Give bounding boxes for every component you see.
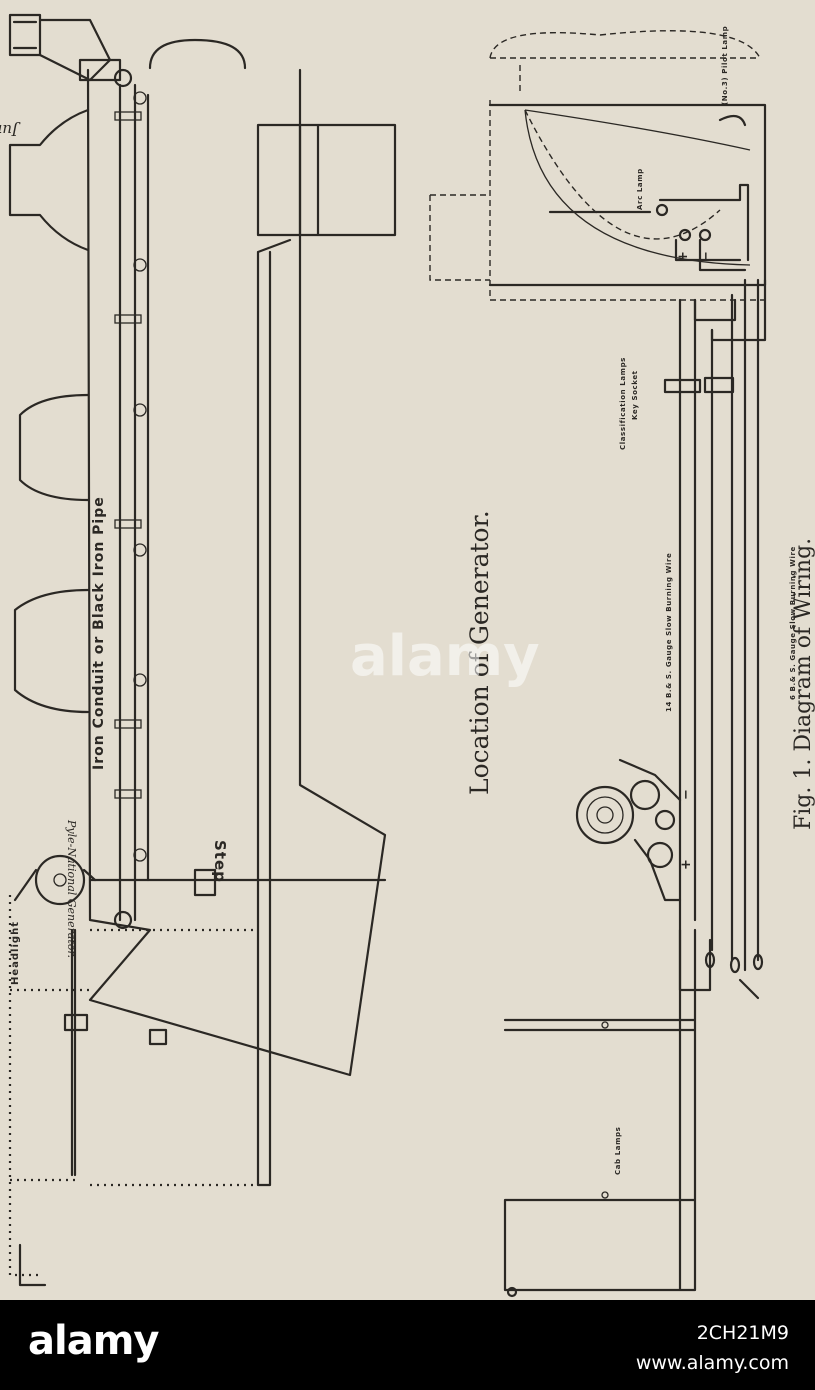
locomotive-drawing (8, 13, 397, 1287)
rear-box (63, 1013, 89, 1032)
pilot-box (148, 1028, 168, 1046)
wire-bend-1 (693, 298, 737, 322)
wire-terminals (704, 951, 764, 1000)
diagram-of-wiring-caption: Fig. 1. Diagram of Wiring. (791, 538, 815, 830)
junction-box-label: Junction B (0, 121, 21, 139)
dome-1 (18, 393, 90, 502)
smokestack (8, 108, 90, 252)
pipe-joints (113, 68, 147, 930)
wiring-schematic (429, 30, 767, 1298)
arc-lamp-label: Arc Lamp (636, 168, 644, 210)
step-label: Step (211, 840, 229, 883)
schematic-generator (575, 758, 682, 902)
classification-lamps-label: Classification Lamps (619, 357, 627, 450)
location-of-generator-title: Location of Generator. (465, 510, 494, 795)
plus-sign-gen: + (679, 858, 694, 870)
step (88, 868, 387, 897)
reflector-dashed (524, 109, 721, 240)
rear-headlight (18, 1243, 47, 1287)
footer-site: www.alamy.com (635, 1352, 789, 1374)
headlight-housing (8, 13, 42, 57)
headlight-bracket (38, 18, 112, 82)
wiring-diagram: Junction B Pyle-National Generator. Iron… (0, 13, 815, 1298)
dotted-wire-run (8, 895, 258, 1277)
cab-window (256, 123, 397, 237)
arc-lamp-casing-dashed (429, 30, 765, 301)
watermark: alamy (350, 624, 540, 689)
footer-logo: alamy (28, 1318, 159, 1364)
no3-pilot-lamp-label: (No.3) Pilot Lamp (721, 26, 729, 105)
wire-14-label: 14 B.& S. Gauge Slow Burning Wire (665, 553, 673, 712)
key-socket-label: Key Socket (631, 370, 639, 420)
key-socket (663, 376, 735, 394)
boiler-outline (86, 68, 387, 1077)
arc-lamp-mechanism (548, 114, 750, 272)
generator (13, 854, 97, 906)
sand-dome (148, 38, 247, 70)
wire-6-label: 6 B.& S. Gauge Slow Burning Wire (789, 546, 797, 700)
running-board (256, 238, 292, 1187)
pyle-national-label: Pyle-National Generator. (65, 819, 78, 958)
cab-lamp-junctions (506, 1021, 609, 1298)
plus-sign-top: + (676, 250, 691, 262)
minus-sign-gen: − (679, 788, 694, 800)
cab-lamps-wire (503, 928, 697, 1292)
tender-vertical (70, 928, 77, 1177)
iron-conduit-label: Iron Conduit or Black Iron Pipe (91, 496, 107, 770)
pipe-clamps (114, 111, 142, 799)
junction-box (78, 58, 122, 82)
dome-2 (13, 588, 90, 714)
cab-lamps-label: Cab Lamps (614, 1127, 622, 1175)
headlight-left-label: Headlight (10, 921, 21, 985)
wire-bend-2 (710, 278, 767, 342)
footer-bar: alamy 2CH21M9 www.alamy.com (0, 1300, 815, 1390)
minus-sign-top: − (699, 250, 714, 262)
footer-image-id: 2CH21M9 (696, 1322, 789, 1344)
arc-lamp-casing (488, 103, 767, 287)
